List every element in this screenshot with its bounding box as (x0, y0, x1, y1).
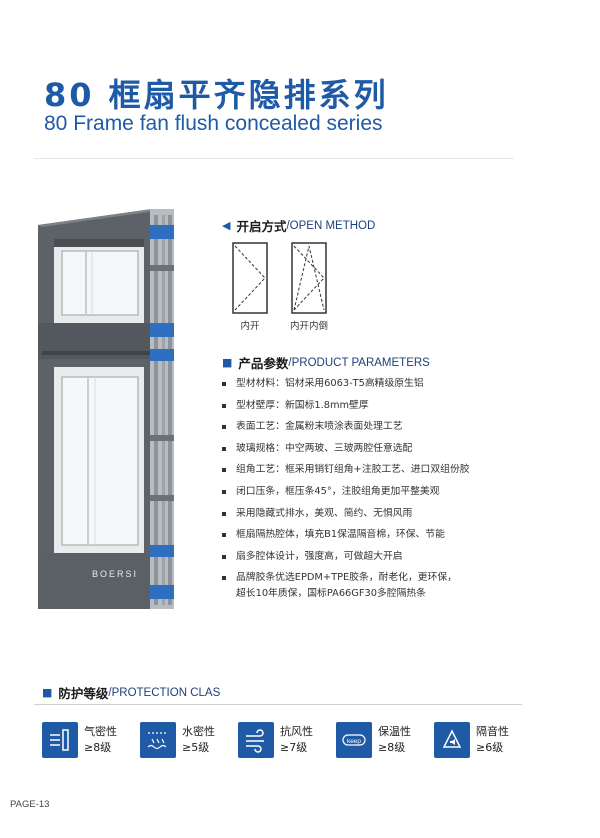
parameter-text: 组角工艺：框采用销钉组角+注胶工艺、进口双组份胶 (236, 464, 470, 476)
protection-level: ≥6级 (476, 741, 504, 754)
open-method-item-tilt-turn: 内开内倒 (290, 242, 328, 332)
parameter-item: 闭口压条，框压条45°，注胶组角更加平整美观 (222, 484, 522, 500)
protection-name: 水密性 (182, 725, 215, 738)
parameters-list: 型材材料：铝材采用6063-T5高精级原生铝 型材壁厚：新国标1.8mm壁厚 表… (222, 376, 522, 608)
protection-level: ≥5级 (182, 741, 210, 754)
brand-mark: BOERSI (92, 569, 138, 579)
protection-name: 抗风性 (280, 725, 313, 738)
protection-level: ≥7级 (280, 741, 308, 754)
protection-title-en: /PROTECTION CLAS (108, 686, 221, 699)
protection-level: ≥8级 (378, 741, 406, 754)
protection-list: 气密性 ≥8级 水密性 ≥5级 抗风性 ≥7级 (42, 722, 532, 758)
bullet-icon (222, 533, 226, 538)
bullet-icon (222, 468, 226, 473)
parameter-item: 型材材料：铝材采用6063-T5高精级原生铝 (222, 376, 522, 392)
parameter-text: 表面工艺：金属粉末喷涂表面处理工艺 (236, 421, 403, 433)
protection-marker: ■ (42, 686, 53, 699)
open-method-marker: ◀ (222, 219, 231, 232)
bullet-icon (222, 554, 226, 559)
parameter-item: 型材壁厚：新国标1.8mm壁厚 (222, 398, 522, 414)
bullet-icon (222, 446, 226, 451)
bullet-icon (222, 403, 226, 408)
parameter-text: 扇多腔体设计，强度高，可做超大开启 (236, 550, 403, 562)
parameter-text: 型材材料：铝材采用6063-T5高精级原生铝 (236, 378, 424, 389)
window-profile-illustration: BOERSI (32, 205, 182, 625)
open-method-heading: ◀ 开启方式 /OPEN METHOD (222, 216, 375, 235)
open-method-label: 内开内倒 (290, 321, 329, 332)
protection-item-air: 气密性 ≥8级 (42, 722, 140, 758)
bullet-icon (222, 576, 226, 581)
protection-heading: ■ 防护等级 /PROTECTION CLAS (42, 683, 220, 702)
parameter-item: 扇多腔体设计，强度高，可做超大开启 (222, 549, 522, 565)
parameter-text: 品牌胶条优选EPDM+TPE胶条，耐老化，更环保， 超长10年质保，国标PA66… (236, 572, 457, 600)
parameter-item: 表面工艺：金属粉末喷涂表面处理工艺 (222, 419, 522, 435)
bullet-icon (222, 511, 226, 516)
open-method-title-cn: 开启方式 (236, 219, 287, 234)
parameters-marker: ■ (222, 356, 233, 369)
parameter-text: 闭口压条，框压条45°，注胶组角更加平整美观 (236, 485, 440, 497)
keep-badge-text: keep (347, 738, 361, 745)
protection-name: 隔音性 (476, 725, 509, 738)
parameter-item: 品牌胶条优选EPDM+TPE胶条，耐老化，更环保， 超长10年质保，国标PA66… (222, 570, 522, 602)
parameters-title-cn: 产品参数 (238, 356, 289, 371)
open-method-label: 内开 (240, 321, 260, 332)
air-tightness-icon (42, 722, 78, 758)
protection-item-sound: 隔音性 ≥6级 (434, 722, 532, 758)
bullet-icon (222, 425, 226, 430)
sound-insulation-icon (434, 722, 470, 758)
page-number: PAGE-13 (10, 799, 50, 810)
parameter-text: 型材壁厚：新国标1.8mm壁厚 (236, 399, 369, 411)
inward-opening-window-icon (232, 242, 268, 314)
page-title-cn: 80 框扇平齐隐排系列 (44, 76, 389, 114)
open-method-title-en: /OPEN METHOD (286, 219, 376, 232)
parameter-item: 玻璃规格：中空两玻、三玻两腔任意选配 (222, 441, 522, 457)
thermal-insulation-icon: keep (336, 722, 372, 758)
parameter-text: 采用隐藏式排水，美观、简约、无惧风雨 (236, 507, 413, 519)
protection-item-wind: 抗风性 ≥7级 (238, 722, 336, 758)
parameter-text: 框扇隔热腔体，填充B1保温隔音棉，环保、节能 (236, 529, 445, 541)
parameter-item: 框扇隔热腔体，填充B1保温隔音棉，环保、节能 (222, 527, 522, 543)
protection-name: 保温性 (378, 725, 411, 738)
page-title-en: 80 Frame fan flush concealed series (44, 112, 383, 135)
water-tightness-icon (140, 722, 176, 758)
parameters-title-en: /PRODUCT PARAMETERS (288, 356, 430, 369)
title-divider (34, 158, 514, 159)
tilt-and-turn-window-icon (291, 242, 327, 314)
parameters-heading: ■ 产品参数 /PRODUCT PARAMETERS (222, 353, 430, 372)
parameter-item: 采用隐藏式排水，美观、简约、无惧风雨 (222, 506, 522, 522)
open-method-list: 内开 内开内倒 (232, 242, 328, 332)
protection-item-water: 水密性 ≥5级 (140, 722, 238, 758)
parameter-text: 玻璃规格：中空两玻、三玻两腔任意选配 (236, 442, 413, 454)
protection-item-thermal: keep 保温性 ≥8级 (336, 722, 434, 758)
protection-level: ≥8级 (84, 741, 112, 754)
bullet-icon (222, 489, 226, 494)
protection-name: 气密性 (84, 725, 117, 738)
bullet-icon (222, 382, 226, 386)
wind-resistance-icon (238, 722, 274, 758)
open-method-item-inward: 内开 (232, 242, 268, 332)
parameter-item: 组角工艺：框采用销钉组角+注胶工艺、进口双组份胶 (222, 462, 522, 478)
protection-divider (34, 704, 522, 705)
protection-title-cn: 防护等级 (58, 686, 109, 701)
